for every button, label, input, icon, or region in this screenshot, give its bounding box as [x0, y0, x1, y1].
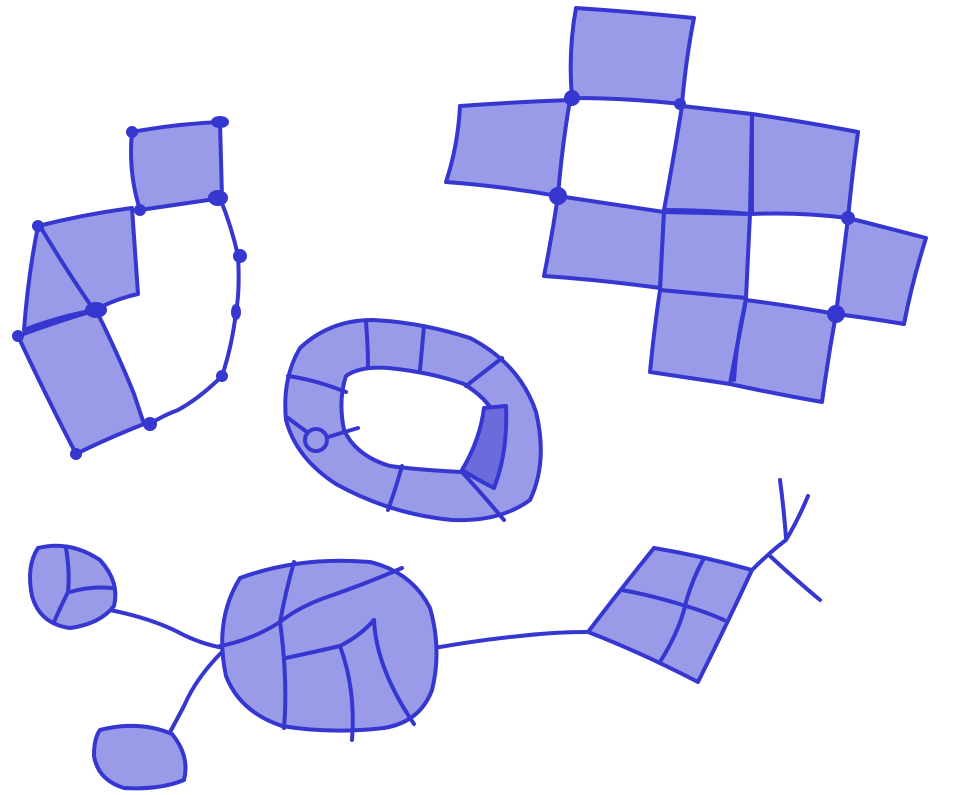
grid-cell: [728, 298, 838, 404]
cell-low: [16, 308, 146, 456]
highlighted-segment: [460, 404, 509, 490]
graph-with-blobs: [28, 478, 822, 791]
vertex: [841, 211, 855, 225]
vertex: [231, 304, 241, 320]
blob-edge: [68, 585, 114, 594]
cell-top: [129, 120, 224, 212]
annulus-spoke: [464, 356, 504, 388]
vertex: [233, 249, 247, 263]
vertex: [126, 126, 138, 138]
graph-edge: [778, 478, 788, 540]
dashed-boundary-edge: [148, 196, 241, 426]
vertex: [85, 302, 107, 318]
vertex-disk: [303, 427, 329, 453]
cell-diagonal-edge: [38, 224, 96, 312]
graph-edge: [432, 630, 588, 650]
small-blob: [28, 543, 118, 630]
blob-edge: [218, 566, 404, 648]
diamond-edge: [620, 588, 726, 622]
graph-edge: [166, 650, 224, 738]
vertex: [208, 190, 228, 206]
vertex: [549, 187, 567, 205]
checkered-cross-grid: [444, 6, 928, 404]
graph-edge: [750, 494, 810, 572]
graph-edge: [768, 554, 822, 602]
vertex: [216, 370, 228, 382]
vertex: [134, 204, 146, 216]
vertex: [827, 305, 845, 323]
diamond-edge: [658, 556, 706, 664]
l-shaped-cell-chain: [12, 116, 247, 460]
annulus-spoke: [460, 470, 506, 522]
grid-cell: [444, 98, 572, 198]
annulus-spoke: [418, 324, 426, 372]
grid-cell: [750, 112, 860, 220]
vertex: [12, 330, 24, 342]
diamond-grid: [586, 546, 754, 684]
grid-edge: [732, 316, 744, 382]
big-blob: [220, 558, 439, 733]
annulus-ring: [283, 318, 543, 523]
vertex: [32, 220, 44, 232]
annulus-spoke: [364, 320, 370, 370]
grid-cell: [662, 104, 754, 216]
annulus-spoke: [386, 464, 404, 512]
blob-edge: [278, 560, 296, 624]
grid-cell: [568, 6, 696, 106]
small-blob: [92, 723, 188, 791]
blob-edge: [278, 620, 288, 730]
vertex: [564, 90, 580, 106]
vertex: [70, 448, 82, 460]
blob-edge: [338, 644, 355, 742]
grid-cell: [834, 216, 928, 326]
vertex: [143, 417, 157, 431]
vertex: [211, 116, 229, 128]
grid-cell: [658, 210, 752, 300]
vertex: [674, 98, 686, 110]
annulus-spoke: [286, 374, 348, 394]
graph-edge: [108, 608, 226, 650]
grid-cell: [542, 194, 666, 290]
blob-edge: [372, 618, 416, 726]
